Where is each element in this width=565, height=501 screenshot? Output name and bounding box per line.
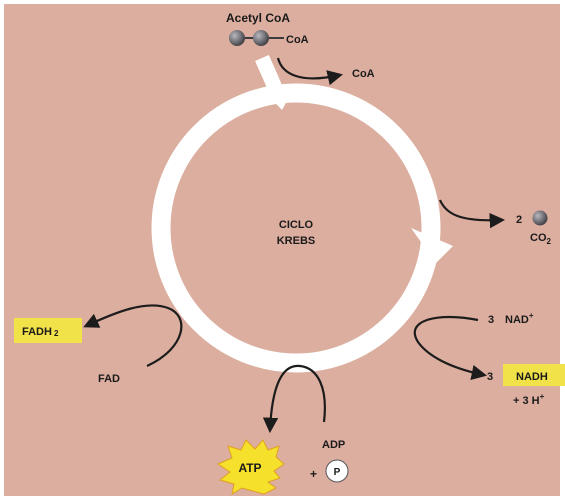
phosphate-icon xyxy=(325,459,349,483)
co2-release-arrow xyxy=(438,199,506,229)
released-coa-label: CoA xyxy=(352,68,375,80)
nadh-protons: + 3 H+ xyxy=(513,392,545,407)
atp-label: ATP xyxy=(238,461,261,475)
acetyl-ball-1 xyxy=(229,30,245,46)
nadh-formula: NADH xyxy=(516,371,548,383)
fad-to-fadh2-arrow xyxy=(83,304,183,367)
nad-count: 3 xyxy=(488,314,494,326)
co2-formula: CO2 xyxy=(530,232,552,246)
adp-label: ADP xyxy=(322,439,345,451)
background-panel xyxy=(4,4,560,496)
adp-to-atp-arrow xyxy=(262,364,326,434)
acetyl-coa-title: Acetyl CoA xyxy=(226,11,290,25)
cycle-name-line1: CICLO xyxy=(279,219,314,231)
nadh-count: 3 xyxy=(487,371,493,383)
acetyl-ball-2 xyxy=(253,30,269,46)
fad-label: FAD xyxy=(98,373,120,385)
co2-molecule-icon xyxy=(532,210,548,226)
cycle-ring-arrowhead xyxy=(411,228,453,263)
nad-formula: NAD+ xyxy=(505,311,534,326)
atp-burst-icon xyxy=(216,439,285,496)
acetyl-entry-arrow xyxy=(255,55,283,91)
cycle-name-line2: KREBS xyxy=(277,235,316,247)
nad-to-nadh-arrow xyxy=(413,315,488,381)
acetyl-coa-coa-label: CoA xyxy=(286,34,309,46)
nadh-highlight xyxy=(503,364,565,386)
co2-count: 2 xyxy=(516,214,522,226)
cycle-ring xyxy=(151,83,441,373)
phosphate-label: P xyxy=(334,467,341,478)
fadh2-highlight xyxy=(14,318,82,343)
plus-sign: + xyxy=(310,467,317,481)
acetyl-coa-molecule xyxy=(229,30,284,46)
coa-release-arrow xyxy=(276,57,344,86)
acetyl-entry-arrowhead xyxy=(263,88,294,110)
